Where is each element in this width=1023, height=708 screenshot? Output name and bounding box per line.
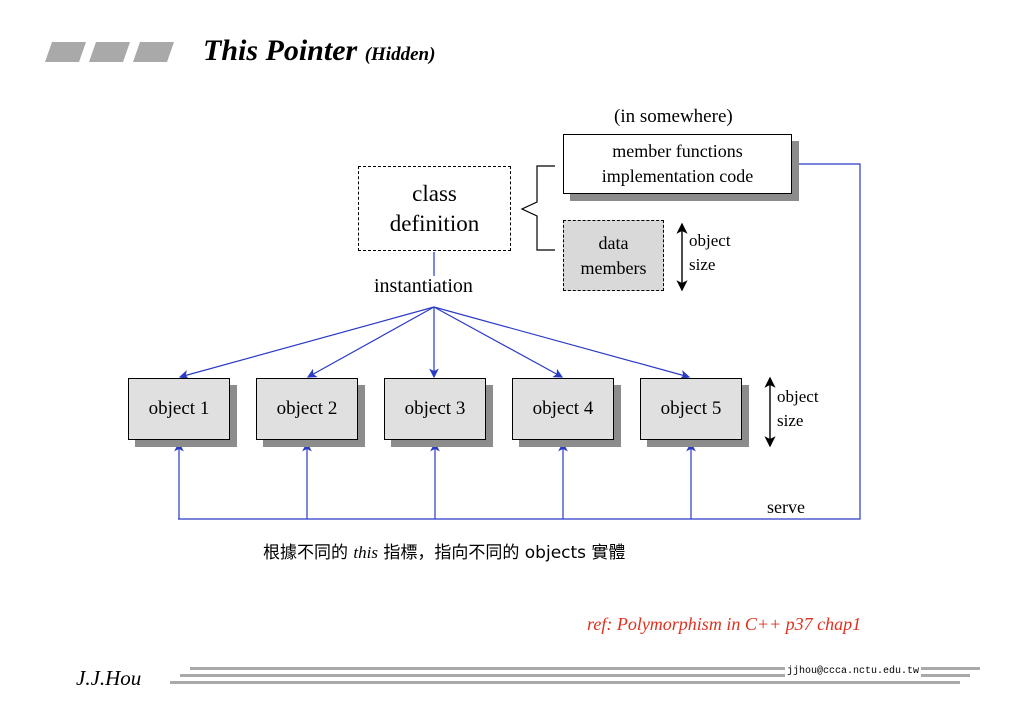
data-members-line-2: members	[580, 257, 647, 278]
class-definition-line-1: class	[412, 180, 457, 206]
data-members-size-label-line-2: size	[689, 255, 716, 274]
footer-line-1	[190, 667, 980, 670]
data-members-size-label-line-1: object	[689, 231, 731, 250]
author-email: jjhou@ccca.nctu.edu.tw	[785, 666, 922, 677]
class-definition-line-2: definition	[389, 210, 480, 236]
instantiation-label: instantiation	[374, 275, 473, 297]
object-box-1: object 1	[128, 378, 230, 440]
title-main: This Pointer	[203, 34, 358, 67]
data-members-box: data members	[563, 220, 664, 291]
instantiation-arrow-object-1	[178, 306, 435, 380]
instantiation-arrow-object-5	[433, 306, 691, 380]
serve-connector	[178, 163, 861, 520]
object-box-5: object 5	[640, 378, 742, 440]
data-members-size-label: object size	[689, 229, 731, 277]
instantiation-arrow-object-2	[306, 306, 435, 378]
reference-note: ref: Polymorphism in C++ p37 chap1	[587, 614, 862, 634]
object-box-3: object 3	[384, 378, 486, 440]
title-decoration-bar-1	[45, 42, 86, 62]
serve-label: serve	[767, 497, 805, 517]
caption-before: 根據不同的	[263, 543, 354, 563]
member-functions-line-2: implementation code	[601, 166, 754, 186]
object-box-4: object 4	[512, 378, 614, 440]
caption-this: this	[353, 543, 378, 562]
objects-size-label: object size	[777, 385, 819, 433]
footer-line-2	[180, 674, 970, 677]
title-decoration-bar-2	[89, 42, 130, 62]
brace-connector	[520, 165, 555, 251]
member-functions-line-1: member functions	[612, 141, 743, 161]
footer-line-3	[170, 681, 960, 684]
diagram-caption: 根據不同的 this 指標，指向不同的 objects 實體	[263, 538, 625, 563]
objects-size-label-line-1: object	[777, 387, 819, 406]
class-definition-box: class definition	[358, 166, 511, 251]
slide-title: This Pointer (Hidden)	[203, 34, 435, 68]
caption-after: 指標，指向不同的 objects 實體	[377, 543, 626, 563]
location-label: (in somewhere)	[614, 106, 733, 127]
objects-size-label-line-2: size	[777, 411, 804, 430]
object-box-2: object 2	[256, 378, 358, 440]
title-subtitle: (Hidden)	[364, 44, 436, 65]
data-members-line-1: data	[598, 232, 629, 253]
author-name: J.J.Hou	[76, 666, 142, 690]
instantiation-arrow-object-4	[433, 306, 564, 378]
title-decoration-bar-3	[133, 42, 174, 62]
member-functions-box: member functions implementation code	[563, 134, 792, 194]
